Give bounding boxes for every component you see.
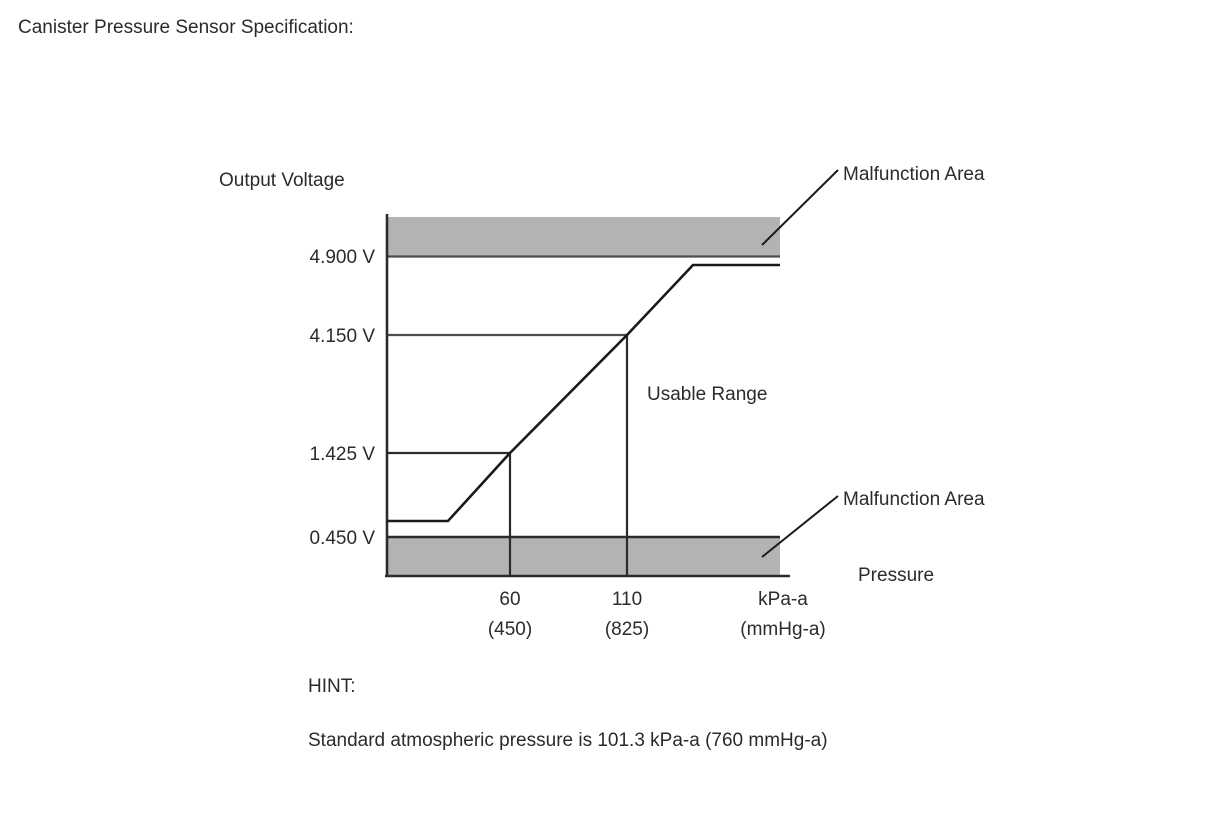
leader-line-malfunction-bottom	[761, 495, 839, 558]
x-tick-label-60kpa: 60 (450)	[430, 589, 590, 641]
y-tick-label-1425v: 1.425 V	[309, 444, 376, 465]
hint-block: HINT: Standard atmospheric pressure is 1…	[308, 676, 828, 752]
hint-text: Standard atmospheric pressure is 101.3 k…	[308, 730, 828, 751]
x-axis-unit-label: kPa-a (mmHg-a)	[703, 589, 863, 641]
malfunction-area-bottom-label: Malfunction Area	[843, 489, 985, 510]
malfunction-band-top	[387, 217, 780, 256]
x-tick-60-primary: 60	[499, 589, 521, 610]
y-tick-label-4150v: 4.150 V	[309, 326, 376, 347]
transfer-curve	[387, 263, 780, 523]
leader-line-malfunction-top	[761, 169, 839, 246]
x-tick-110-primary: 110	[611, 589, 643, 610]
page-title: Canister Pressure Sensor Specification:	[18, 17, 354, 38]
y-tick-label-0450v: 0.450 V	[309, 528, 376, 549]
malfunction-area-top-label: Malfunction Area	[843, 164, 985, 185]
x-axis-title: Pressure	[858, 565, 935, 586]
x-tick-110-secondary: (825)	[604, 619, 650, 640]
y-tick-label-4900v: 4.900 V	[309, 247, 376, 268]
x-unit-primary: kPa-a	[758, 589, 808, 610]
x-tick-60-secondary: (450)	[487, 619, 533, 640]
hint-label: HINT:	[308, 676, 356, 697]
x-unit-secondary: (mmHg-a)	[740, 619, 826, 640]
x-tick-label-110kpa: 110 (825)	[547, 589, 707, 641]
y-axis-title: Output Voltage	[219, 170, 345, 191]
usable-range-label: Usable Range	[647, 384, 768, 405]
malfunction-band-bottom	[387, 537, 780, 575]
